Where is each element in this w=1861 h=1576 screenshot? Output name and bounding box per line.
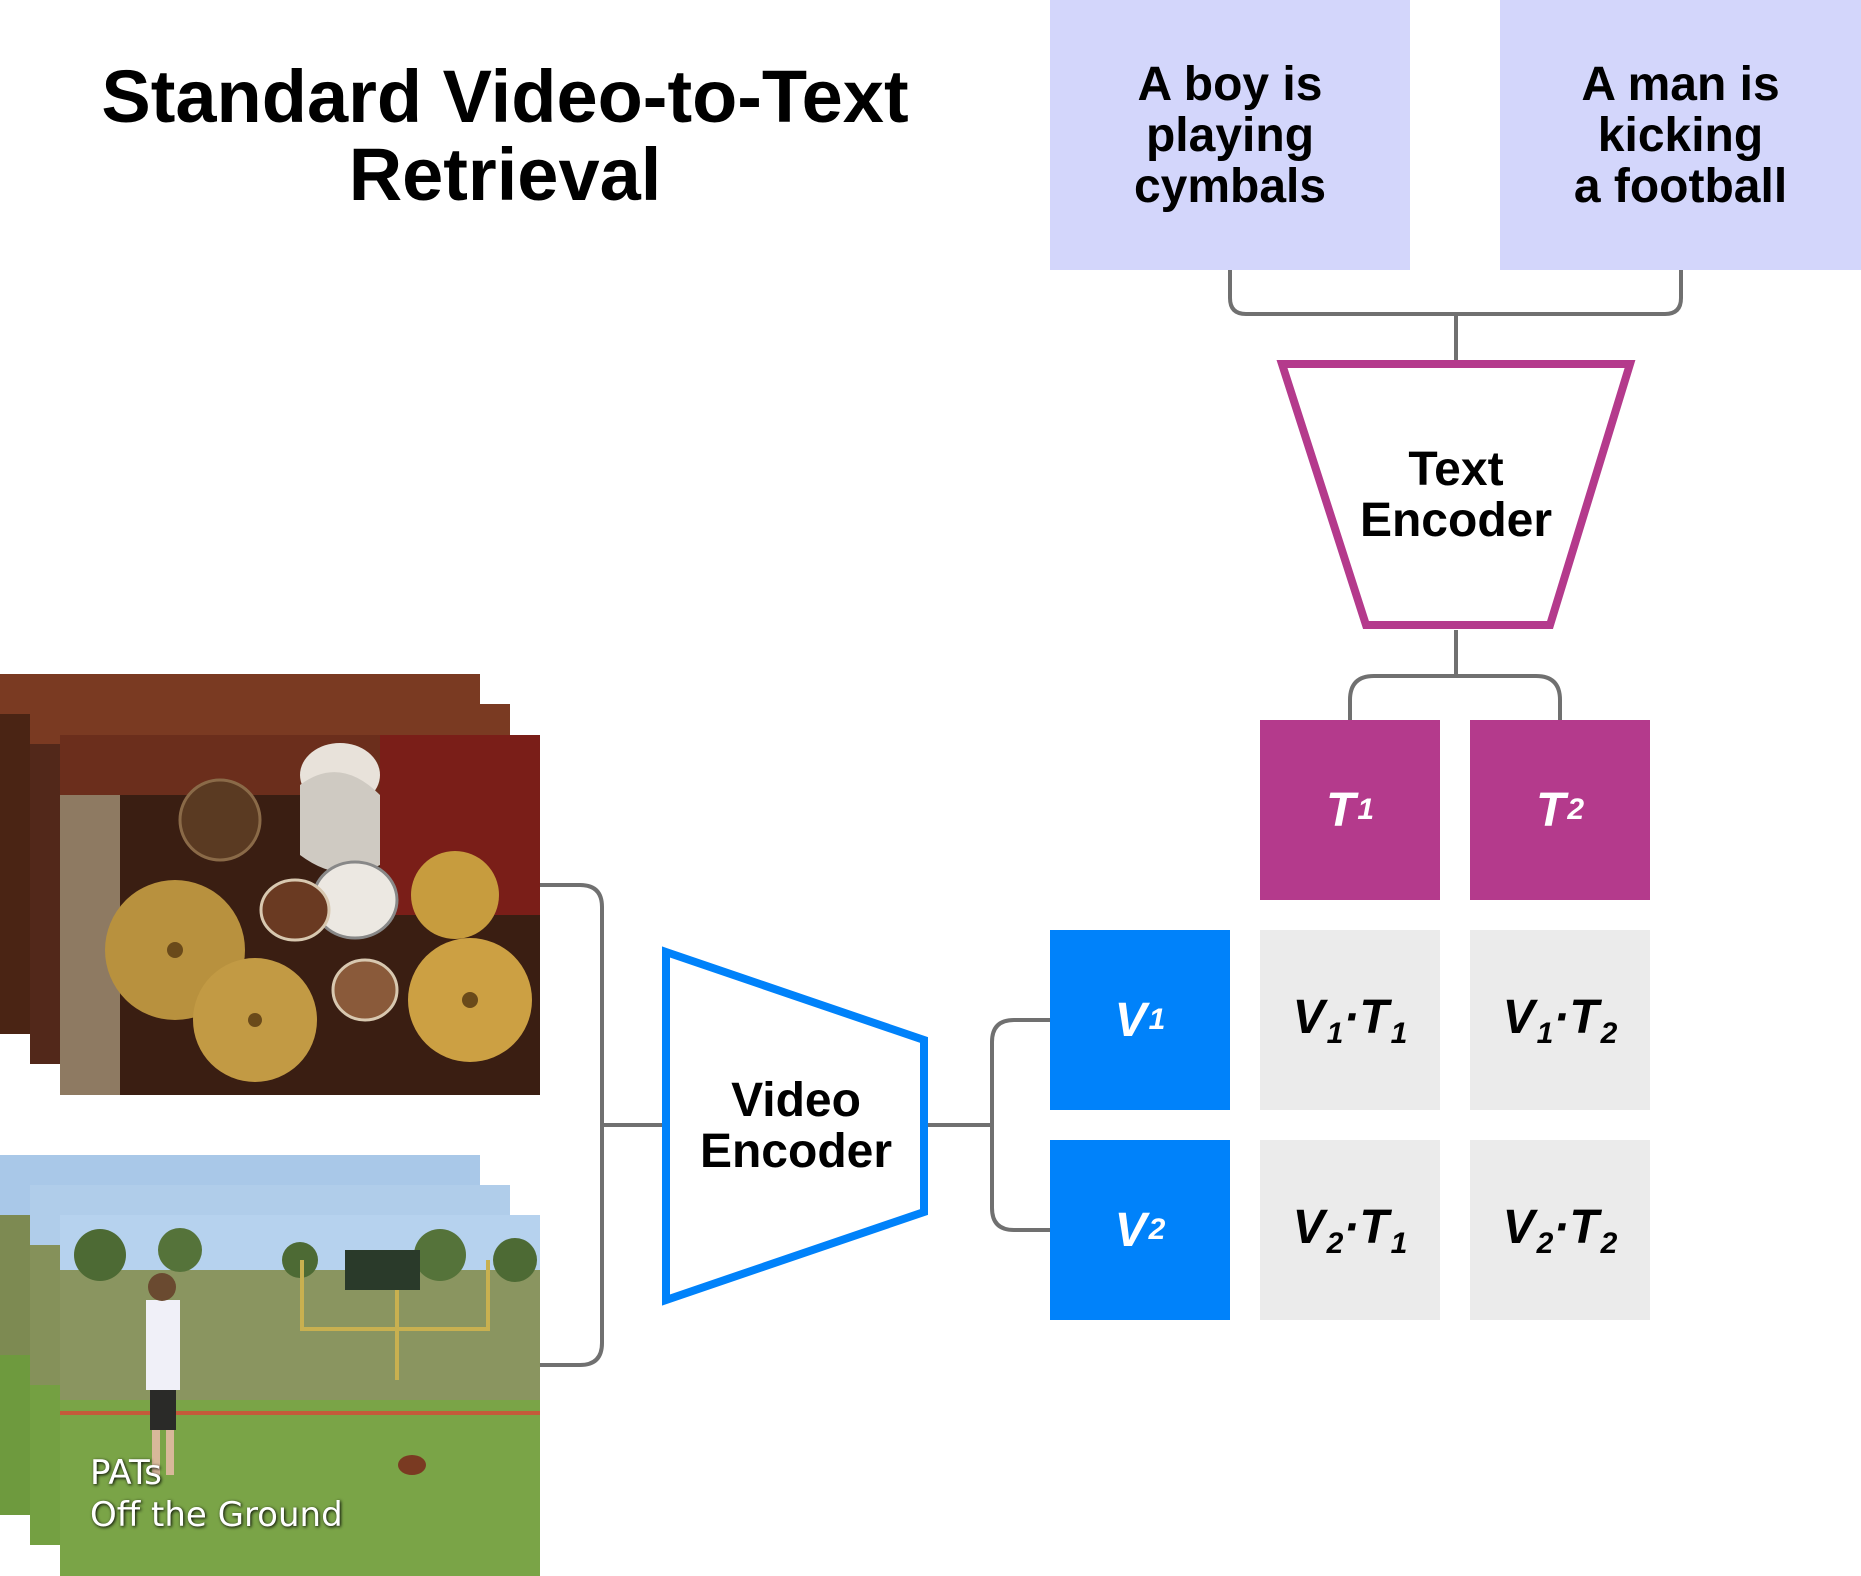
similarity-v1-t2-label: V1·T2	[1502, 990, 1618, 1050]
caption-2-line-2: kicking	[1597, 108, 1764, 162]
caption-box-2: A man is kicking a football	[1500, 0, 1861, 270]
similarity-v1-t2: V1·T2	[1470, 930, 1650, 1110]
title-line-1: Standard Video-to-Text	[101, 55, 909, 138]
v1-letter: V	[1114, 993, 1147, 1047]
text-encoder-shape	[1276, 360, 1636, 629]
similarity-v2-t2-label: V2·T2	[1502, 1200, 1618, 1260]
caption-2-line-1: A man is	[1581, 57, 1780, 111]
overlay-line-1: PATs	[90, 1453, 162, 1493]
t-boxes-connector	[1348, 674, 1562, 720]
caption-1-line-2: playing	[1145, 108, 1315, 162]
caption-box-1: A boy is playing cymbals	[1050, 0, 1410, 270]
v2-letter: V	[1114, 1203, 1147, 1257]
video-encoder-shape	[662, 946, 928, 1306]
video-1-frame-drums	[60, 735, 540, 1095]
text-encoder-label-line-1: Text	[1408, 443, 1504, 496]
caption-1-line-3: cymbals	[1133, 159, 1327, 213]
similarity-v2-t1: V2·T1	[1260, 1140, 1440, 1320]
v-boxes-connector	[990, 1018, 1050, 1232]
videos-connector	[540, 883, 604, 1367]
similarity-v1-t1-label: V1·T1	[1292, 990, 1408, 1050]
t2-letter: T	[1535, 783, 1566, 837]
similarity-v2-t1-label: V2·T1	[1292, 1200, 1408, 1260]
football-field-image	[60, 1215, 540, 1576]
video-overlay-text: PATs Off the Ground	[90, 1452, 390, 1536]
similarity-v2-t2: V2·T2	[1470, 1140, 1650, 1320]
caption-1-line-1: A boy is	[1137, 57, 1323, 111]
v2-index: 2	[1148, 1213, 1166, 1246]
text-encoder-label-line-2: Encoder	[1359, 494, 1553, 547]
text-encoder-label: Text Encoder	[1316, 444, 1596, 546]
caption-connector	[1228, 270, 1683, 316]
video-encoder-label-line-1: Video	[731, 1074, 861, 1127]
video-2-frame-football	[60, 1215, 540, 1576]
overlay-line-2: Off the Ground	[90, 1495, 343, 1535]
drum-kit-image	[60, 735, 540, 1095]
t1-letter: T	[1325, 783, 1356, 837]
t1-index: 1	[1357, 793, 1374, 826]
t2-index: 2	[1567, 793, 1584, 826]
v1-index: 1	[1148, 1003, 1166, 1036]
similarity-v1-t1: V1·T1	[1260, 930, 1440, 1110]
page-title: Standard Video-to-Text Retrieval	[40, 58, 970, 214]
video-encoder-label-line-2: Encoder	[699, 1125, 893, 1178]
caption-2-line-3: a football	[1573, 159, 1788, 213]
video-encoder-label: Video Encoder	[656, 1075, 936, 1177]
title-line-2: Retrieval	[348, 133, 662, 216]
